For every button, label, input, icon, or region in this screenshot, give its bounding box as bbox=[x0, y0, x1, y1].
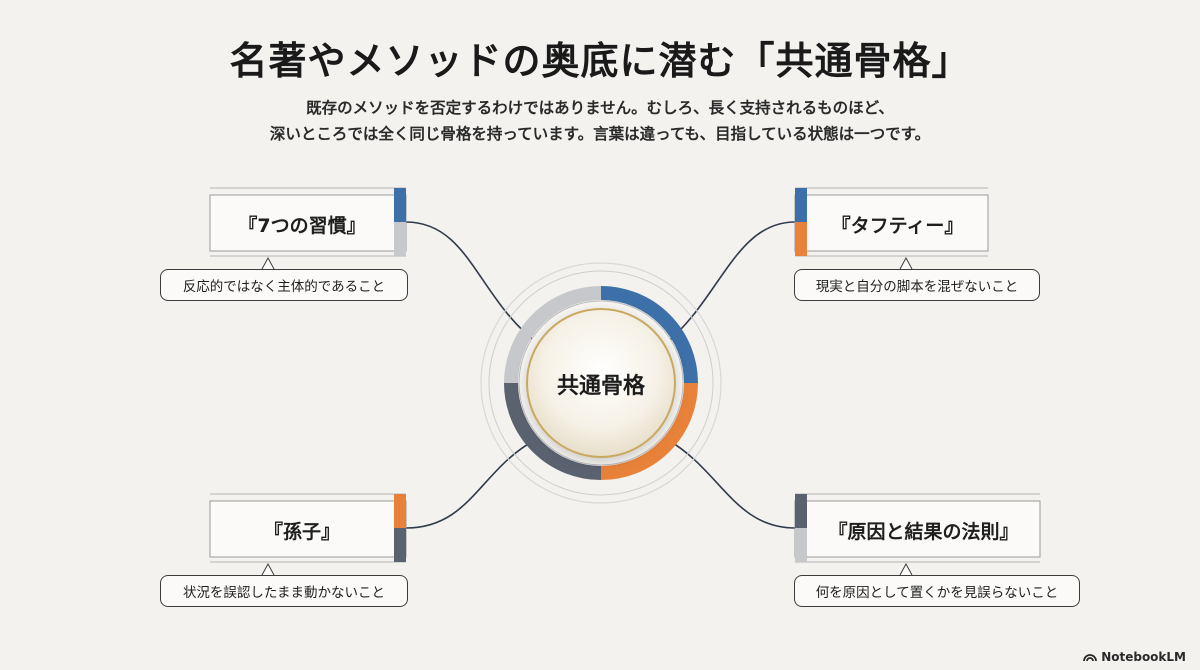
card-accent-top bbox=[394, 494, 406, 528]
card-accent-bottom bbox=[394, 222, 406, 256]
connector-bottom-right bbox=[667, 439, 796, 529]
card-accent-top bbox=[394, 188, 406, 222]
card-accent-bottom bbox=[394, 528, 406, 562]
bubble-tail-bottom-left bbox=[261, 562, 275, 576]
node-title: 『孫子』 bbox=[263, 520, 340, 543]
outer-ring-1 bbox=[480, 262, 722, 504]
connector-top-right bbox=[663, 221, 796, 346]
ring-segment-blue bbox=[600, 286, 698, 384]
bubble-tail-bottom-right bbox=[899, 562, 913, 576]
node-title: 『タフティー』 bbox=[831, 214, 964, 237]
card-accent-top bbox=[795, 188, 807, 222]
bubble-tail-top-left bbox=[261, 256, 275, 270]
node-title: 『7つの習慣』 bbox=[238, 214, 366, 237]
ring-segment-slate bbox=[504, 382, 602, 480]
ring-segment-orange bbox=[600, 382, 698, 480]
subtitle-line-1: 既存のメソッドを否定するわけではありません。むしろ、長く支持されるものほど、 bbox=[306, 99, 894, 117]
node-title: 『原因と結果の法則』 bbox=[828, 520, 1019, 543]
brand-watermark: NotebookLM bbox=[1083, 650, 1186, 664]
connector-bottom-left bbox=[405, 439, 536, 529]
caption-7-habits: 反応的ではなく主体的であること bbox=[160, 269, 408, 301]
card-accent-bottom bbox=[795, 222, 807, 256]
ring-segment-gray bbox=[504, 286, 602, 384]
card-frame-bottom-left bbox=[209, 493, 407, 563]
caption-text: 反応的ではなく主体的であること bbox=[182, 279, 386, 295]
card-accent-top bbox=[795, 494, 807, 528]
bubble-tail-top-right bbox=[899, 256, 913, 270]
connector-top-left bbox=[405, 221, 541, 346]
subtitle-line-2: 深いところでは全く同じ骨格を持っています。言葉は違っても、目指している状態は一つ… bbox=[269, 125, 931, 143]
outer-ring-2 bbox=[488, 270, 714, 496]
caption-text: 何を原因として置くかを見誤らないこと bbox=[815, 585, 1059, 601]
caption-tufti: 現実と自分の脚本を混ぜないこと bbox=[794, 269, 1040, 301]
card-frame-bottom-right bbox=[794, 493, 1041, 563]
caption-cause-effect: 何を原因として置くかを見誤らないこと bbox=[794, 575, 1080, 607]
node-7-habits: 『7つの習慣』 bbox=[210, 192, 394, 256]
card-frame-top-right bbox=[794, 187, 989, 257]
node-tufti: 『タフティー』 bbox=[807, 192, 988, 256]
card-accent-bottom bbox=[795, 528, 807, 562]
card-frame-top-left bbox=[209, 187, 407, 257]
caption-text: 現実と自分の脚本を混ぜないこと bbox=[815, 279, 1019, 295]
core-disc bbox=[526, 308, 676, 458]
page-title: 名著やメソッドの奥底に潜む「共通骨格」 bbox=[229, 39, 971, 83]
node-cause-effect: 『原因と結果の法則』 bbox=[807, 498, 1040, 562]
node-sunzi: 『孫子』 bbox=[210, 498, 394, 562]
caption-sunzi: 状況を誤認したまま動かないこと bbox=[160, 575, 408, 607]
center-label: 共通骨格 bbox=[556, 374, 645, 399]
caption-text: 状況を誤認したまま動かないこと bbox=[182, 585, 386, 601]
core-hub bbox=[480, 262, 722, 504]
notebooklm-logo-icon bbox=[1083, 654, 1098, 662]
brand-name: NotebookLM bbox=[1101, 650, 1186, 664]
